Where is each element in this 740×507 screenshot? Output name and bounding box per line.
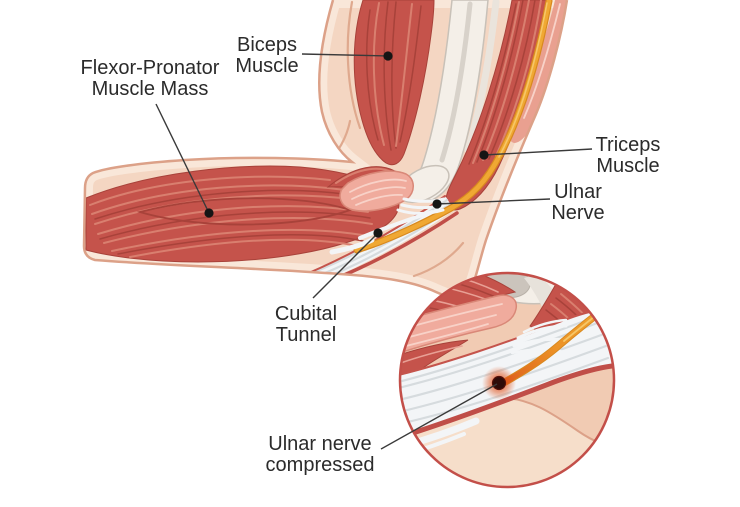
label-line: Muscle	[596, 155, 660, 177]
arm-crease	[346, 0, 362, 130]
arm-outline	[82, 0, 569, 301]
label-line: Triceps	[595, 134, 661, 156]
dot-cubital-tunnel	[373, 228, 383, 238]
medial-epicondyle	[339, 170, 414, 212]
inset-magnified-view	[398, 271, 616, 489]
compression-point	[491, 375, 507, 391]
leader-ulnar-nerve	[436, 198, 551, 205]
dot-triceps	[479, 150, 489, 160]
label-line: Nerve	[551, 202, 605, 224]
dot-flexor-pronator	[204, 208, 214, 218]
flexor-pronator-muscle	[85, 165, 400, 263]
label-flexor-pronator-muscle-mass: Flexor-Pronator Muscle Mass	[52, 58, 248, 100]
label-ulnar-nerve-compressed: Ulnar nerve compressed	[225, 434, 415, 476]
label-triceps-muscle: Triceps Muscle	[578, 135, 678, 177]
label-cubital-tunnel: Cubital Tunnel	[256, 304, 356, 346]
dot-ulnar-nerve	[432, 199, 442, 209]
outer-muscle-band	[509, 0, 567, 143]
dot-biceps	[383, 51, 393, 61]
ulnar-nerve	[353, 0, 553, 254]
label-line: Flexor-Pronator	[80, 57, 220, 79]
leader-lines	[155, 51, 593, 450]
leader-ulnar-nerve-compressed	[380, 383, 498, 450]
leader-biceps	[301, 53, 389, 57]
leader-flexor-pronator	[155, 103, 210, 214]
label-line: Muscle	[235, 55, 299, 77]
arm-illustration	[82, 0, 569, 301]
label-line: Tunnel	[275, 324, 337, 346]
label-biceps-muscle: Biceps Muscle	[217, 35, 317, 77]
label-line: Ulnar	[554, 181, 602, 203]
label-ulnar-nerve: Ulnar Nerve	[528, 182, 628, 224]
label-line: Ulnar nerve	[268, 433, 372, 455]
label-line: Cubital	[274, 303, 338, 325]
leader-cubital-tunnel	[312, 232, 379, 299]
label-line: Muscle Mass	[91, 78, 209, 100]
leader-triceps	[483, 148, 593, 156]
biceps-muscle	[353, 0, 435, 166]
inset-circle-border	[398, 271, 616, 489]
label-line: Biceps	[236, 34, 298, 56]
label-line: compressed	[265, 454, 375, 476]
elbow-crease	[412, 241, 465, 278]
